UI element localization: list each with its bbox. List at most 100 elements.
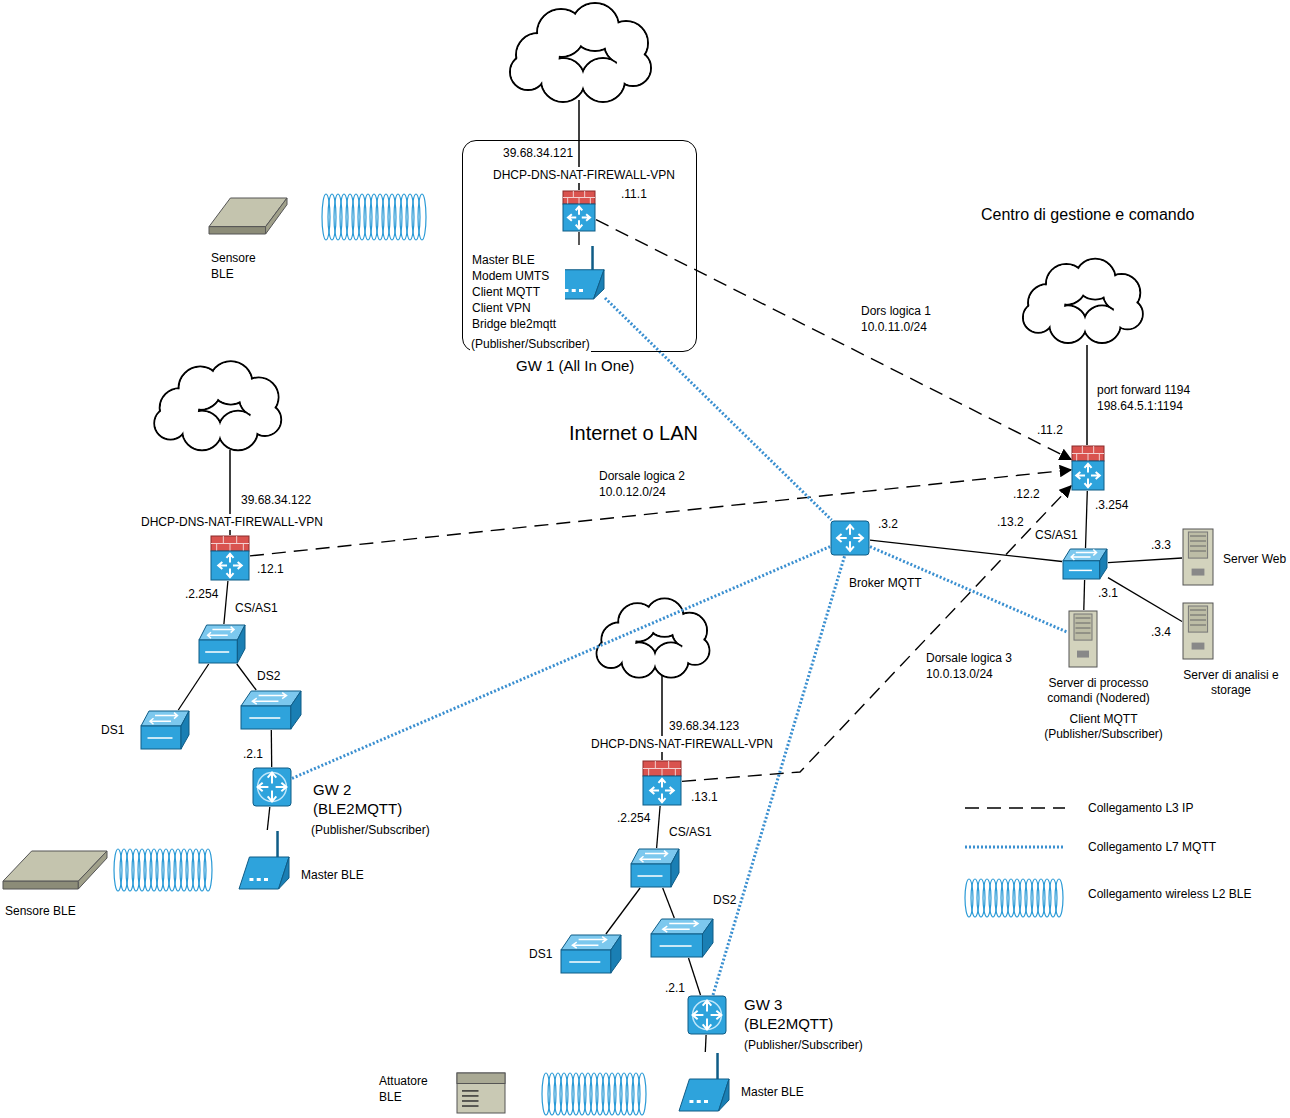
icon-part (150, 713, 178, 725)
icon-part (1071, 549, 1096, 559)
icon-part (211, 536, 249, 551)
device-label: Sensore BLE (4, 903, 77, 919)
icon-part (1192, 569, 1205, 576)
icon-part (208, 627, 234, 639)
icon-part (1183, 529, 1213, 585)
device-icon (210, 535, 250, 581)
device-label: CS/AS1 (234, 600, 279, 616)
icon-part (638, 1073, 646, 1115)
cable-link (870, 540, 1062, 561)
icon-part (1074, 614, 1092, 640)
icon-part (1072, 446, 1104, 461)
device-label: .12.2 (1012, 486, 1041, 502)
icon-part (572, 937, 606, 949)
icon-part (1076, 623, 1091, 624)
cable-link (705, 1035, 707, 1052)
device-label: .12.1 (256, 561, 285, 577)
note-label: .3.3 (1150, 538, 1172, 553)
icon-part (671, 849, 679, 887)
device-label: .11.2 (1036, 422, 1064, 438)
icon-part (78, 851, 107, 889)
icon-part (1055, 879, 1063, 917)
device-label: .11.1 (620, 186, 648, 202)
network-device: Sensore BLE (2, 850, 108, 890)
icon-part (651, 934, 702, 957)
device-icon (1182, 528, 1214, 586)
network-device: GW 2 (BLE2MQTT)(Publisher/Subscriber).2.… (252, 767, 292, 807)
cloud (510, 3, 651, 102)
icon-part (258, 773, 287, 802)
icon-part (511, 55, 545, 89)
device-label: Client MQTT (Publisher/Subscriber) (1035, 712, 1172, 742)
device-label: port forward 1194 198.64.5.1:1194 (1096, 382, 1204, 414)
network-device: Master BLE (238, 830, 290, 890)
network-device: Attuatore BLE (456, 1072, 506, 1114)
icon-part (564, 289, 568, 292)
legend-sample (965, 846, 1065, 849)
icon-part (1192, 643, 1205, 650)
network-device: 39.68.34.122DHCP-DNS-NAT-FIREWALL-VPN.12… (210, 535, 250, 581)
icon-part (1183, 603, 1213, 659)
icon-part (1084, 307, 1119, 342)
legend-label: Collegamento wireless L2 BLE (1087, 886, 1252, 902)
icon-part (716, 1053, 719, 1081)
icon-part (643, 761, 681, 776)
device-icon (687, 995, 727, 1035)
icon-part (1190, 536, 1206, 537)
icon-part (252, 693, 286, 705)
network-device: 39.68.34.123DHCP-DNS-NAT-FIREWALL-VPN.13… (642, 760, 682, 806)
icon-part (563, 191, 595, 204)
icon-part (568, 206, 590, 228)
cable-link (271, 730, 273, 767)
device-label: GW 2 (BLE2MQTT) (312, 780, 414, 818)
device-icon (456, 1072, 506, 1114)
edge-label: Dorsale logica 2 10.0.12.0/24 (598, 468, 710, 500)
icon-part (1190, 620, 1206, 621)
icon-part (462, 1100, 479, 1102)
device-label: GW 1 (All In One) (515, 356, 635, 375)
device-icon (1071, 445, 1105, 491)
cable-link (267, 807, 270, 830)
cloud (1023, 259, 1143, 343)
device-icon (650, 918, 714, 958)
device-label: GW 3 (BLE2MQTT) (743, 995, 845, 1033)
device-label: CS/AS1 (1034, 527, 1079, 543)
device-label: .2.254 (616, 810, 651, 826)
icon-part (241, 706, 291, 729)
mqtt-link (292, 547, 830, 779)
icon-part (831, 521, 869, 555)
device-icon (562, 190, 596, 232)
icon-part (1190, 551, 1206, 552)
device-label: 39.68.34.121 (502, 145, 574, 161)
device-label: DHCP-DNS-NAT-FIREWALL-VPN (492, 167, 676, 183)
icon-part (1077, 651, 1089, 658)
icon-part (663, 921, 698, 933)
icon-part (693, 1001, 722, 1030)
network-device: Server di analisi e storage (1182, 602, 1214, 660)
icon-part (654, 643, 687, 676)
cloud (597, 598, 710, 677)
icon-part (1076, 628, 1091, 629)
cloud (154, 361, 281, 450)
icon-part (611, 935, 621, 973)
device-label: Server Web (1222, 551, 1287, 567)
icon-part (418, 194, 426, 240)
icon-part (704, 1100, 708, 1103)
network-device: 39.68.34.121DHCP-DNS-NAT-FIREWALL-VPN.11… (562, 190, 596, 232)
icon-part (638, 875, 663, 877)
note-label: Centro di gestione e comando (980, 205, 1195, 225)
icon-part (219, 412, 257, 450)
network-device: Master BLE (678, 1052, 730, 1112)
icon-part (148, 737, 173, 739)
device-label: Master BLE Modem UMTS Client MQTT Client… (471, 252, 565, 332)
icon-part (1069, 611, 1097, 667)
network-device: GW 3 (BLE2MQTT)(Publisher/Subscriber).2.… (687, 995, 727, 1035)
device-icon (1068, 610, 1098, 668)
cable-link (606, 888, 640, 934)
icon-part (542, 59, 584, 101)
icon-part (1190, 615, 1206, 616)
cable-link (1083, 580, 1085, 610)
icon-part (702, 919, 713, 957)
icon-part (594, 270, 604, 299)
device-label: DHCP-DNS-NAT-FIREWALL-VPN (590, 736, 774, 752)
